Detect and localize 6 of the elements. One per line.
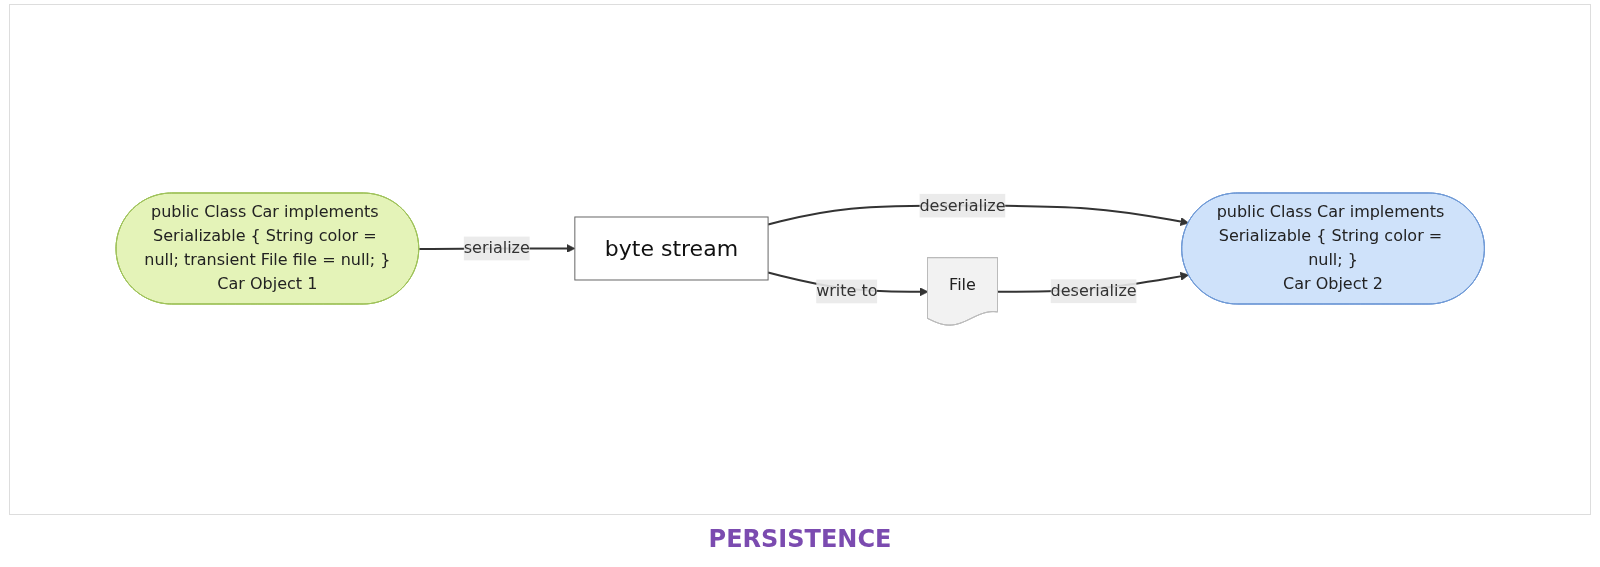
edge-label: deserialize — [919, 196, 1006, 216]
edge-label: serialize — [463, 238, 530, 258]
caption: PERSISTENCE — [708, 525, 892, 553]
node-box: byte stream — [574, 216, 769, 281]
edge-label: write to — [815, 281, 878, 301]
edge-label: deserialize — [1050, 281, 1137, 301]
